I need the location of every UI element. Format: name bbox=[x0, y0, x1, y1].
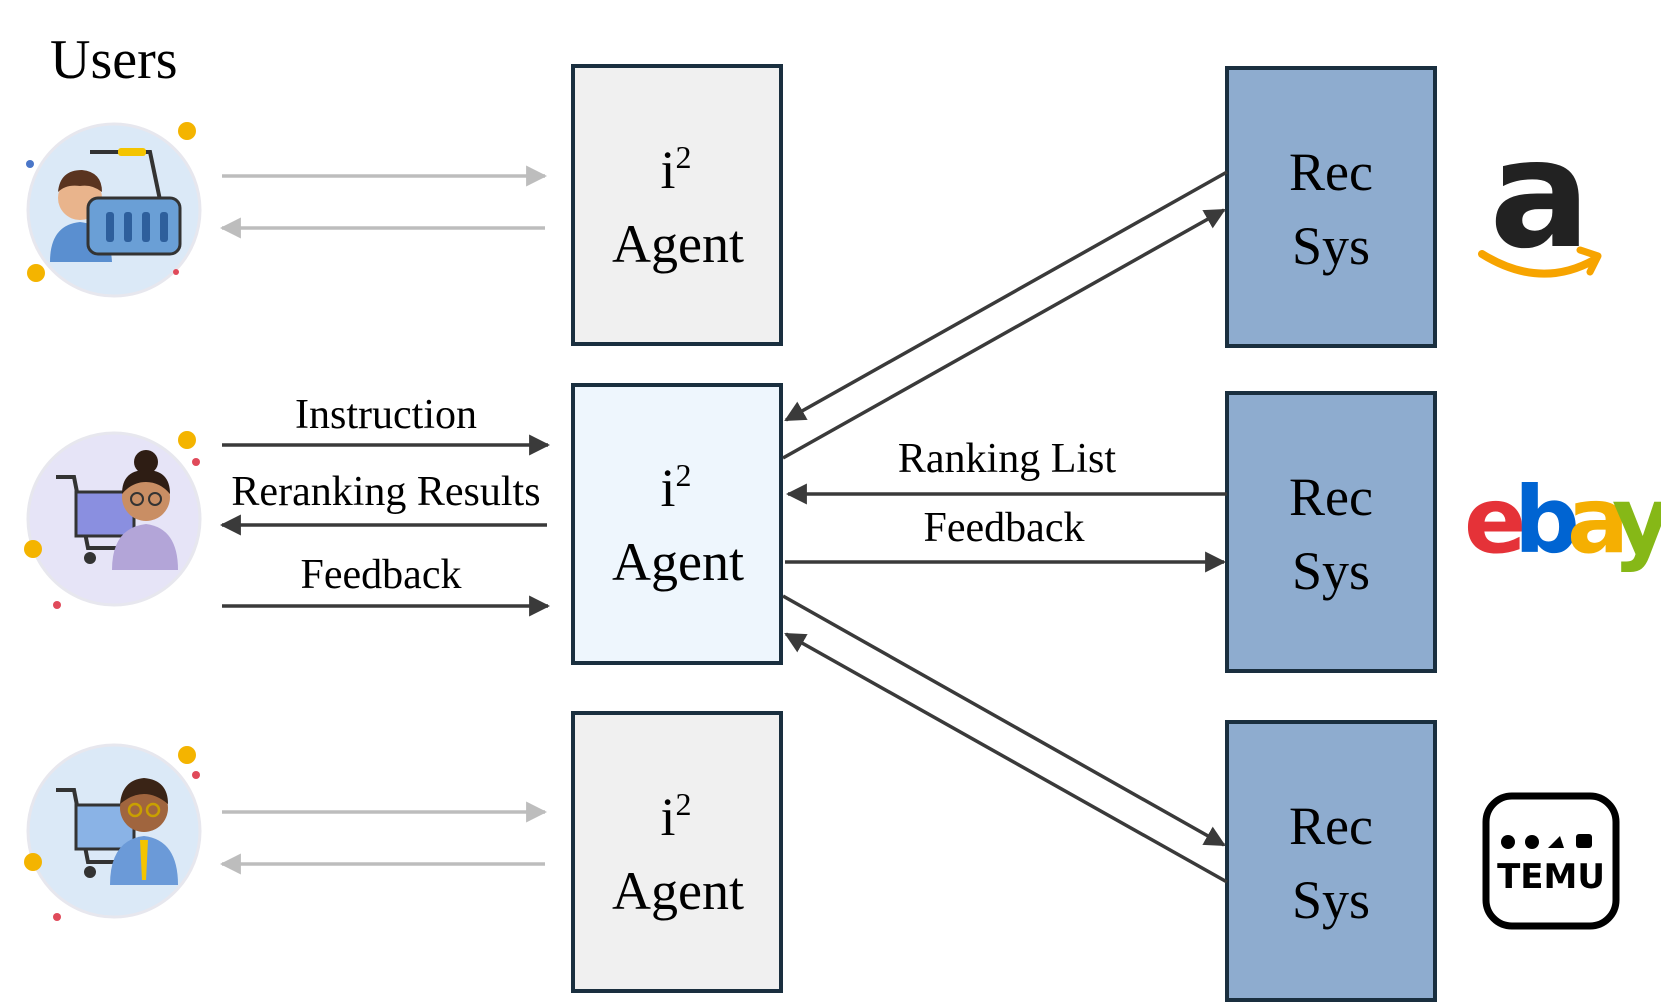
recsys-label-line2: Sys bbox=[1292, 870, 1370, 930]
recsys-box-1: Rec Sys bbox=[1225, 66, 1437, 348]
agent-box-2: i2 Agent bbox=[571, 383, 783, 665]
temu-logo-text: TEMU bbox=[1497, 857, 1605, 897]
label-instruction: Instruction bbox=[295, 392, 477, 438]
amazon-logo: a bbox=[1478, 108, 1602, 282]
ebay-letter-a: a bbox=[1567, 467, 1629, 574]
user-avatar-2 bbox=[24, 431, 202, 609]
user-avatar-3 bbox=[24, 743, 202, 921]
ebay-letter-e: e bbox=[1464, 467, 1526, 574]
arrow-agent-to-recsys1 bbox=[782, 208, 1226, 460]
agent-label-i2: i2 bbox=[660, 457, 691, 518]
recsys-label-line1: Rec bbox=[1289, 796, 1373, 856]
label-rec-feedback: Feedback bbox=[924, 505, 1085, 551]
label-ranking-list: Ranking List bbox=[898, 436, 1116, 482]
recsys-box-3: Rec Sys bbox=[1225, 720, 1437, 1002]
agent-box-1: i2 Agent bbox=[571, 64, 783, 346]
user-avatar-1 bbox=[26, 122, 202, 298]
users-title: Users bbox=[50, 29, 178, 91]
recsys-label-line2: Sys bbox=[1292, 216, 1370, 276]
ebay-logo: e b a y bbox=[1464, 467, 1661, 574]
recsys-box-2: Rec Sys bbox=[1225, 391, 1437, 673]
arrow-agent-to-recsys3 bbox=[782, 594, 1226, 847]
arrow-recsys3-to-agent bbox=[784, 632, 1228, 884]
temu-logo: TEMU bbox=[1482, 792, 1620, 930]
ebay-letter-y: y bbox=[1612, 467, 1661, 574]
agent-box-3: i2 Agent bbox=[571, 711, 783, 993]
amazon-logo-letter: a bbox=[1489, 108, 1590, 282]
arrow-recsys1-to-agent bbox=[784, 170, 1228, 422]
agent-label-name: Agent bbox=[612, 861, 744, 921]
ebay-letter-b: b bbox=[1514, 467, 1580, 574]
agent-label-i2: i2 bbox=[660, 139, 691, 200]
agent-label-name: Agent bbox=[612, 532, 744, 592]
label-user-feedback: Feedback bbox=[301, 552, 462, 598]
recsys-label-line1: Rec bbox=[1289, 142, 1373, 202]
recsys-label-line2: Sys bbox=[1292, 541, 1370, 601]
recsys-label-line1: Rec bbox=[1289, 467, 1373, 527]
agent-label-name: Agent bbox=[612, 214, 744, 274]
label-reranking-results: Reranking Results bbox=[231, 469, 540, 515]
agent-label-i2: i2 bbox=[660, 786, 691, 847]
